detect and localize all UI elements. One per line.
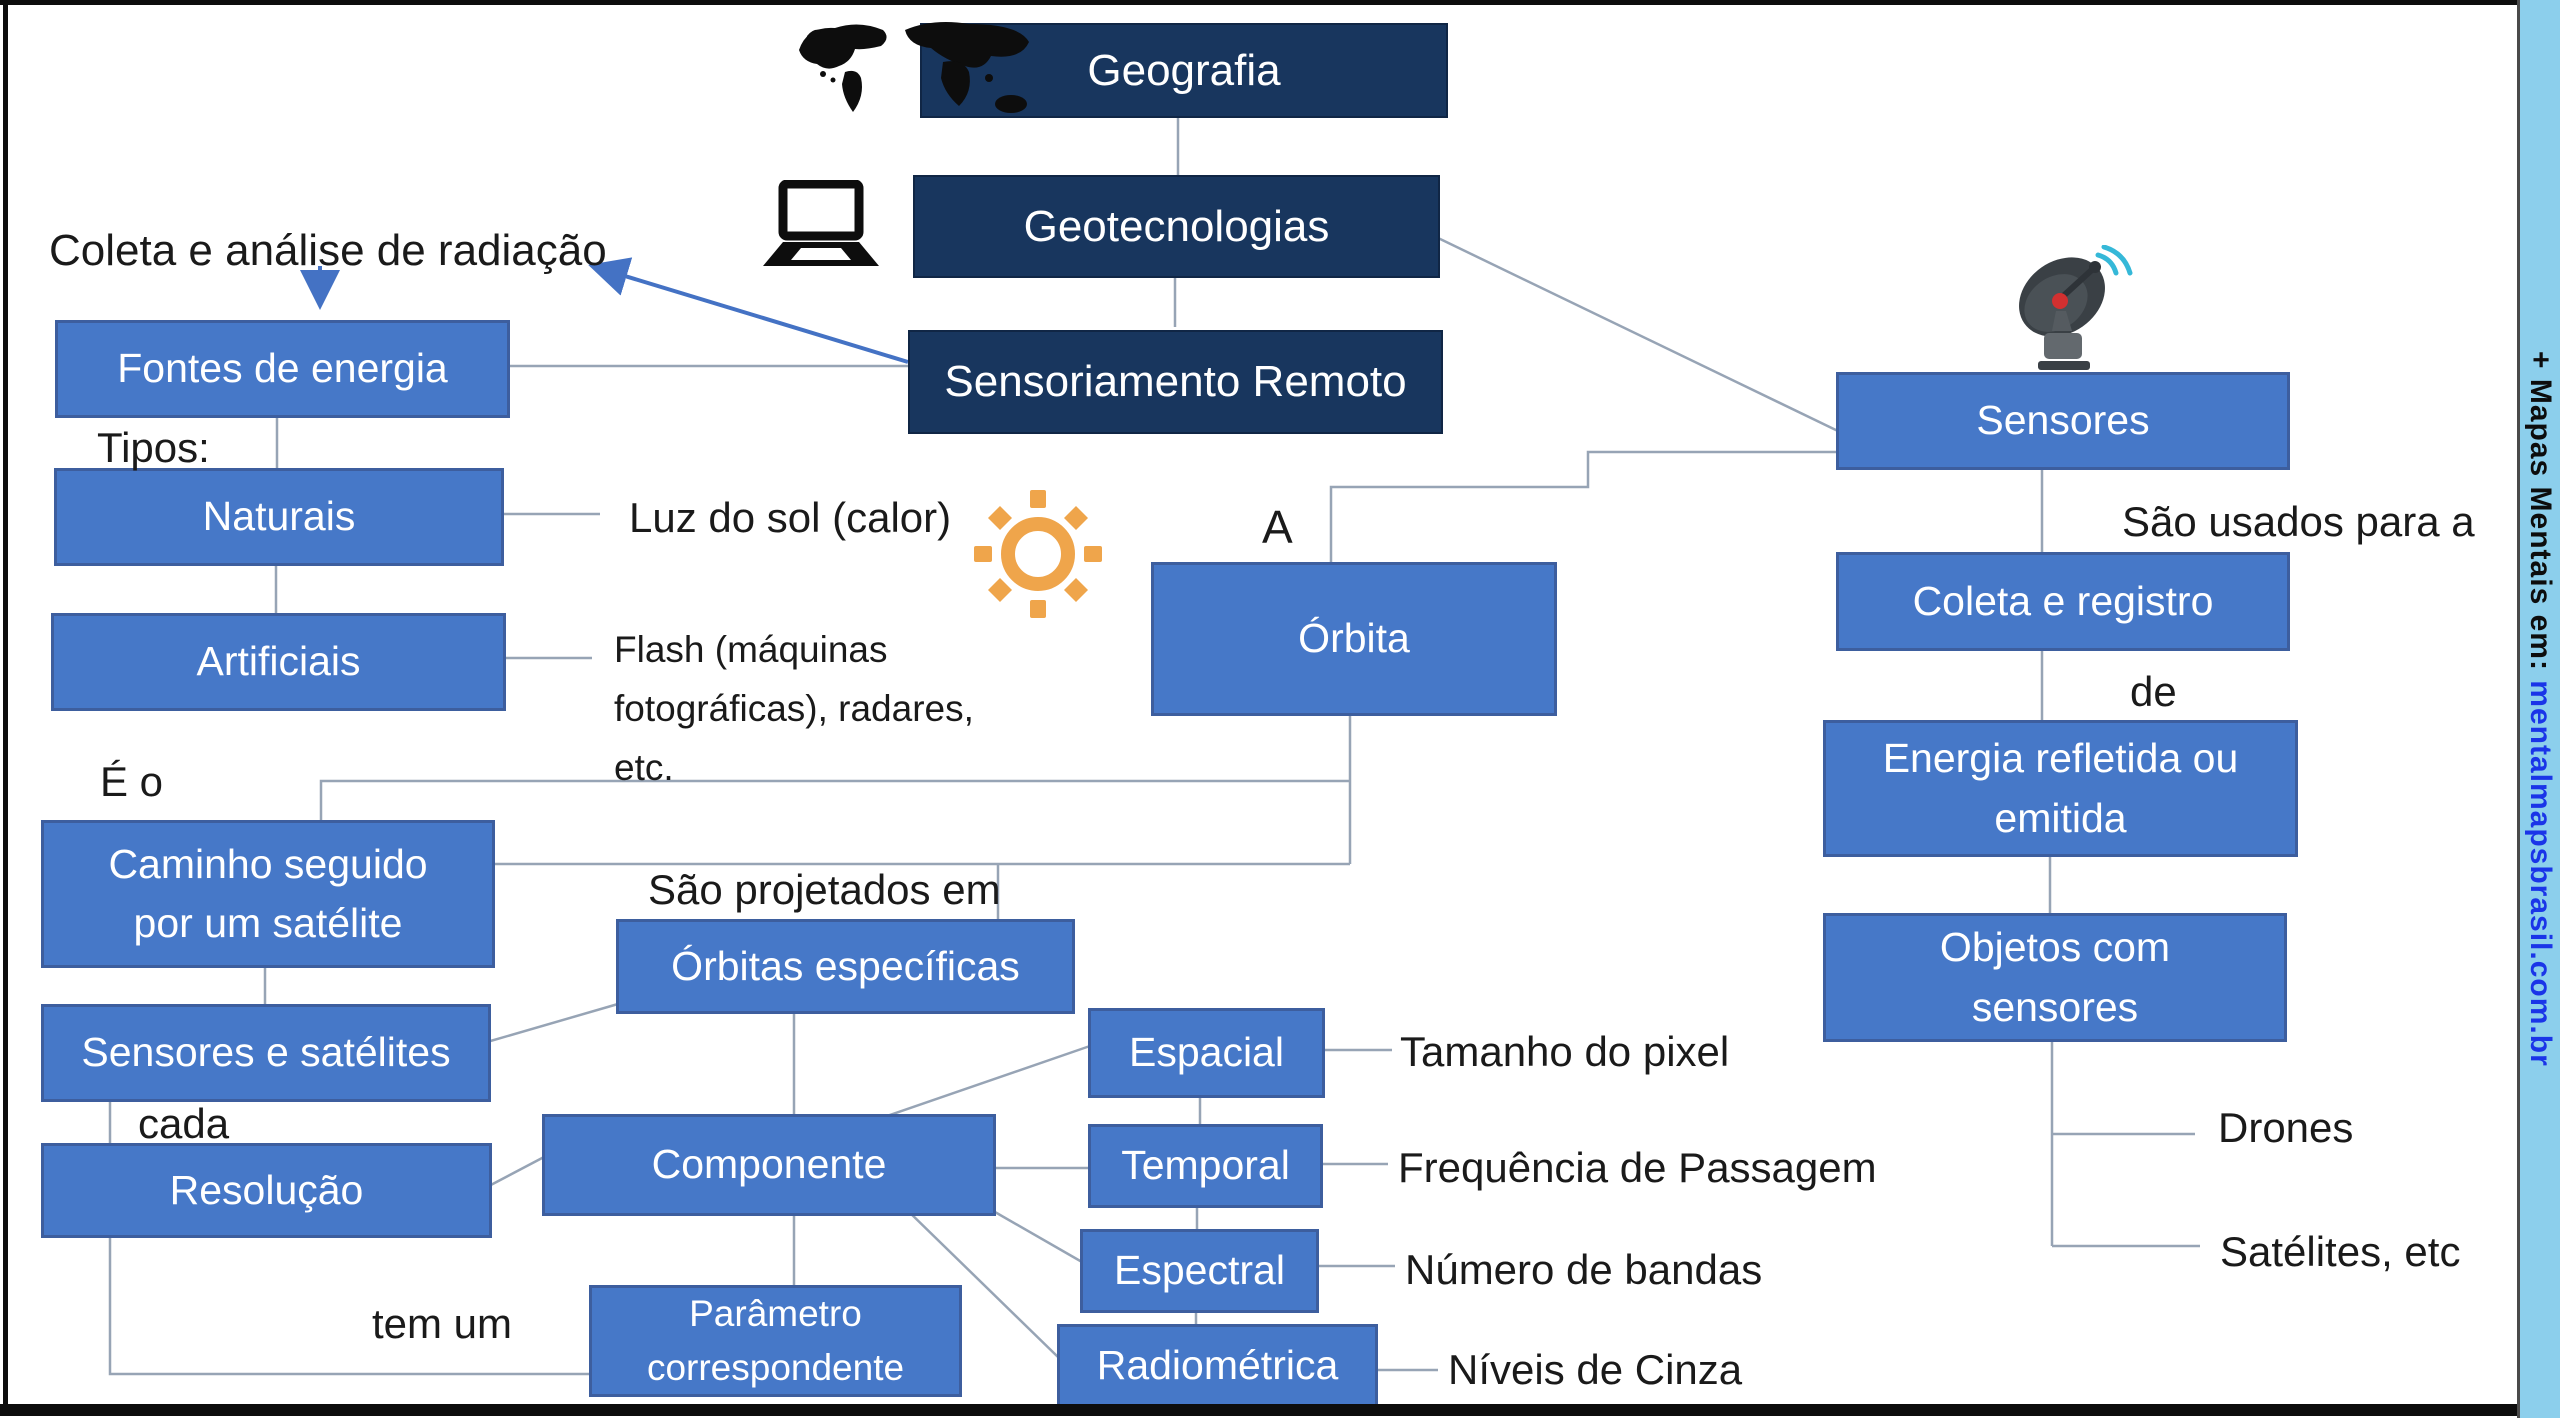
satellite-dish-icon <box>2019 245 2133 370</box>
node-sensores-satelites-label: Sensores e satélites <box>81 1029 451 1076</box>
label-frequencia-passagem: Frequência de Passagem <box>1398 1144 1877 1191</box>
node-sensoriamento-remoto: Sensoriamento Remoto <box>908 330 1443 434</box>
label-luz-sol: Luz do sol (calor) <box>629 494 952 541</box>
node-naturais-label: Naturais <box>202 493 356 540</box>
node-sensores-satelites: Sensores e satélites <box>41 1004 491 1102</box>
frame-border-left <box>3 0 8 1410</box>
label-de: de <box>2130 668 2177 715</box>
label-niveis-cinza: Níveis de Cinza <box>1448 1346 1743 1393</box>
label-tamanho-pixel: Tamanho do pixel <box>1400 1028 1730 1075</box>
node-objetos-sensores-label: Objetos com sensores <box>1939 924 2171 1030</box>
node-coleta-registro: Coleta e registro <box>1836 552 2290 651</box>
node-artificiais-label: Artificiais <box>196 638 361 685</box>
node-orbitas-especificas: Órbitas específicas <box>616 919 1075 1014</box>
node-energia-refletida-label: Energia refletida ou emitida <box>1882 735 2239 841</box>
node-temporal: Temporal <box>1088 1124 1323 1208</box>
label-tem-um: tem um <box>372 1300 513 1347</box>
node-caminho-satelite: Caminho seguido por um satélite <box>41 820 495 968</box>
node-resolucao-label: Resolução <box>169 1166 364 1213</box>
label-sao-usados: São usados para a <box>2122 498 2475 545</box>
sun-icon <box>974 490 1102 618</box>
label-sao-projetados: São projetados em <box>648 866 1001 913</box>
frame-border-top <box>0 0 2518 5</box>
node-geotecnologias-label: Geotecnologias <box>1023 201 1330 251</box>
label-e-o: É o <box>100 758 164 805</box>
watermark-prefix: + Mapas Mentais em: <box>2524 351 2557 681</box>
node-componente: Componente <box>542 1114 996 1216</box>
gray-connectors <box>108 114 2200 1376</box>
node-coleta-registro-label: Coleta e registro <box>1912 577 2214 624</box>
node-radiometrica-label: Radiométrica <box>1096 1341 1339 1388</box>
watermark-site-link[interactable]: mentalmapsbrasil.com.br <box>2524 680 2557 1067</box>
label-cada: cada <box>138 1100 230 1147</box>
blue-arrows <box>300 257 909 364</box>
node-parametro: Parâmetro correspondente <box>589 1285 962 1397</box>
node-parametro-label: Parâmetro correspondente <box>646 1293 905 1388</box>
node-orbita: Órbita <box>1151 562 1557 716</box>
node-espacial: Espacial <box>1088 1008 1325 1098</box>
node-orbitas-especificas-label: Órbitas específicas <box>671 942 1020 989</box>
node-espacial-label: Espacial <box>1129 1029 1284 1076</box>
node-objetos-sensores: Objetos com sensores <box>1823 913 2287 1042</box>
node-naturais: Naturais <box>54 468 504 566</box>
world-map-icon <box>799 22 1029 113</box>
node-espectral-label: Espectral <box>1114 1247 1285 1294</box>
node-orbita-label: Órbita <box>1298 615 1410 662</box>
label-satelites-etc: Satélites, etc <box>2220 1228 2461 1275</box>
label-tipos: Tipos: <box>97 424 210 471</box>
node-componente-label: Componente <box>651 1141 887 1188</box>
node-sensoriamento-remoto-label: Sensoriamento Remoto <box>944 357 1407 407</box>
node-sensores-label: Sensores <box>1976 397 2150 444</box>
label-coleta-analise: Coleta e análise de radiação <box>49 226 607 275</box>
label-a: A <box>1262 501 1293 553</box>
node-geografia-label: Geografia <box>1087 45 1281 95</box>
watermark-text: + Mapas Mentais em: mentalmapsbrasil.com… <box>2523 351 2557 1067</box>
node-geotecnologias: Geotecnologias <box>913 175 1440 278</box>
watermark-sidebar: + Mapas Mentais em: mentalmapsbrasil.com… <box>2517 0 2560 1418</box>
label-drones: Drones <box>2218 1104 2354 1151</box>
frame-border-bottom <box>0 1404 2518 1416</box>
label-numero-bandas: Número de bandas <box>1405 1246 1763 1293</box>
node-temporal-label: Temporal <box>1121 1142 1290 1189</box>
laptop-icon <box>763 180 879 266</box>
node-radiometrica: Radiométrica <box>1057 1324 1378 1407</box>
node-artificiais: Artificiais <box>51 613 506 711</box>
node-fontes-energia: Fontes de energia <box>55 320 510 418</box>
node-resolucao: Resolução <box>41 1143 492 1238</box>
node-fontes-energia-label: Fontes de energia <box>117 345 448 392</box>
node-sensores: Sensores <box>1836 372 2290 470</box>
label-flash: Flash (máquinas fotográficas), radares, … <box>614 629 974 789</box>
node-caminho-satelite-label: Caminho seguido por um satélite <box>108 840 428 946</box>
node-espectral: Espectral <box>1080 1229 1319 1313</box>
node-energia-refletida: Energia refletida ou emitida <box>1823 720 2298 857</box>
